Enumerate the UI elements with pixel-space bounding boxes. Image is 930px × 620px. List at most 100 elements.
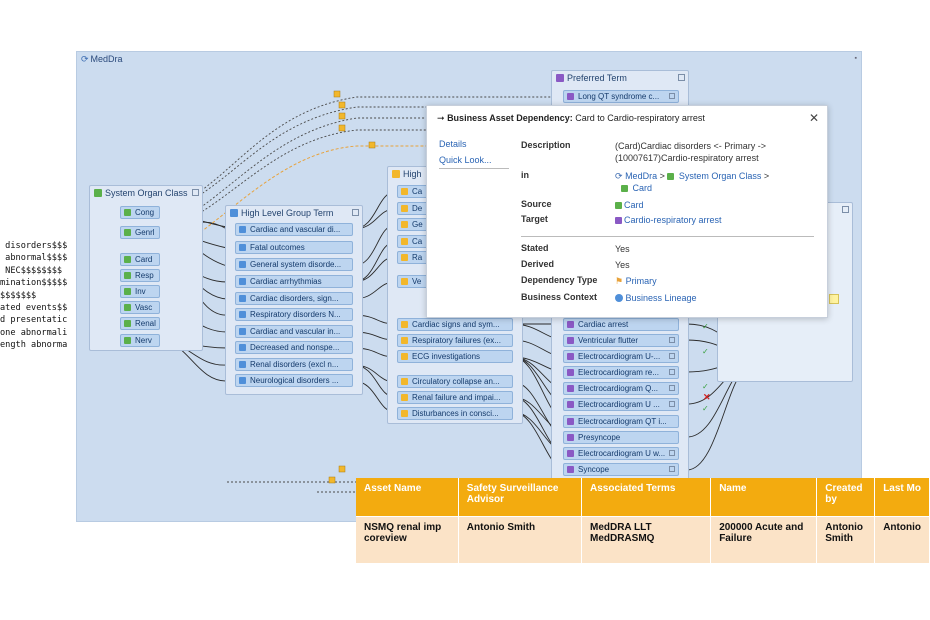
close-icon[interactable]: ✕	[808, 111, 819, 125]
node-expand-icon[interactable]	[669, 93, 675, 99]
hlt-icon	[401, 394, 408, 401]
pt-node[interactable]: Ventricular flutter	[563, 334, 679, 347]
hlgt-panel-header: High Level Group Term	[226, 206, 362, 221]
canvas-menu-icon[interactable]: ▪	[854, 55, 857, 62]
node-expand-icon[interactable]	[669, 450, 675, 456]
hlgt-node[interactable]: Respiratory disorders N...	[235, 308, 353, 321]
source-label: Source	[521, 199, 552, 209]
hlgt-icon	[230, 209, 238, 217]
pt-node[interactable]: Electrocardiogram U ...	[563, 398, 679, 411]
pt-node[interactable]: Electrocardiogram re...	[563, 366, 679, 379]
node-label: Cardiac arrest	[578, 320, 629, 329]
node-expand-icon[interactable]	[669, 466, 675, 472]
hlt-icon	[401, 221, 408, 228]
hlgt-node[interactable]: Fatal outcomes	[235, 241, 353, 254]
code-line: ated events$$	[0, 303, 68, 314]
hlgt-node[interactable]: Decreased and nonspe...	[235, 341, 353, 354]
dependency-type-link[interactable]: Primary	[625, 276, 657, 286]
target-link[interactable]: Cardio-respiratory arrest	[624, 215, 722, 225]
hlt-node[interactable]: Disturbances in consci...	[397, 407, 513, 420]
node-expand-icon[interactable]	[669, 385, 675, 391]
tab-details[interactable]: Details	[439, 139, 467, 149]
pt-icon	[567, 353, 574, 360]
node-label: Cardiac arrhythmias	[250, 277, 322, 286]
description-label: Description	[521, 140, 571, 150]
hlgt-node[interactable]: Renal disorders (excl n...	[235, 358, 353, 371]
hlgt-node[interactable]: Neurological disorders ...	[235, 374, 353, 387]
hlgt-icon	[239, 344, 246, 351]
pt-panel-title: Preferred Term	[567, 73, 627, 83]
hlt-node[interactable]: Circulatory collapse an...	[397, 375, 513, 388]
note-icon[interactable]	[829, 294, 839, 304]
soc-node-genrl[interactable]: Genrl	[120, 226, 160, 239]
node-label: Ventricular flutter	[578, 336, 639, 345]
soc-node-vasc[interactable]: Vasc	[120, 301, 160, 314]
dependency-popup[interactable]: ➞ Business Asset Dependency: Card to Car…	[426, 105, 828, 318]
soc-node-inv[interactable]: Inv	[120, 285, 160, 298]
soc-node-cong[interactable]: Cong	[120, 206, 160, 219]
breadcrumb-separator: >	[763, 171, 770, 181]
node-expand-icon[interactable]	[669, 337, 675, 343]
node-label: Ra	[412, 253, 423, 262]
breadcrumb-soc[interactable]: System Organ Class	[678, 171, 762, 181]
hlt-node[interactable]: ECG investigations	[397, 350, 513, 363]
pt-icon	[567, 369, 574, 376]
node-label: General system disorde...	[250, 260, 342, 269]
node-label: De	[412, 204, 423, 213]
panel-expand-icon[interactable]	[842, 206, 849, 213]
node-expand-icon[interactable]	[669, 353, 675, 359]
hlgt-node[interactable]: Cardiac disorders, sign...	[235, 292, 353, 305]
hlt-icon	[401, 254, 408, 261]
breadcrumb-card[interactable]: Card	[632, 183, 653, 193]
pt-node[interactable]: Syncope	[563, 463, 679, 476]
tab-quick-look[interactable]: Quick Look...	[439, 155, 492, 165]
code-line: $$$$$$$	[0, 290, 37, 301]
hlgt-node[interactable]: Cardiac and vascular di...	[235, 223, 353, 236]
hlgt-node[interactable]: General system disorde...	[235, 258, 353, 271]
hlt-node[interactable]: Respiratory failures (ex...	[397, 334, 513, 347]
node-label: Syncope	[578, 465, 610, 474]
business-context-link[interactable]: Business Lineage	[625, 293, 697, 303]
code-line: mination$$$$$	[0, 278, 68, 289]
breadcrumb-meddra[interactable]: MedDra	[625, 171, 658, 181]
hlgt-panel-title: High Level Group Term	[241, 208, 334, 218]
node-label: Ca	[412, 187, 423, 196]
soc-icon	[124, 256, 131, 263]
soc-node-renal[interactable]: Renal	[120, 317, 160, 330]
panel-expand-icon[interactable]	[352, 209, 359, 216]
hlt-panel-title: High	[403, 169, 422, 179]
node-expand-icon[interactable]	[669, 401, 675, 407]
panel-expand-icon[interactable]	[192, 189, 199, 196]
pt-node[interactable]: Electrocardiogram QT i...	[563, 415, 679, 428]
pt-node[interactable]: Presyncope	[563, 431, 679, 444]
hlt-node[interactable]: Cardiac signs and sym...	[397, 318, 513, 331]
graph-icon: ⟳	[81, 54, 89, 64]
node-label: Respiratory disorders N...	[250, 310, 341, 319]
tab-divider	[439, 168, 509, 169]
code-fragment: disorders$$$ abnormal$$$$ NEC$$$$$$$$min…	[0, 240, 82, 360]
soc-node-card[interactable]: Card	[120, 253, 160, 266]
node-label: Renal failure and impai...	[412, 393, 501, 402]
pt-node[interactable]: Electrocardiogram Q...	[563, 382, 679, 395]
hlt-node[interactable]: Renal failure and impai...	[397, 391, 513, 404]
node-label: Electrocardiogram re...	[578, 368, 659, 377]
table-row[interactable]: NSMQ renal imp coreview Antonio Smith Me…	[356, 515, 930, 563]
hlgt-icon	[239, 295, 246, 302]
soc-node-nerv[interactable]: Nerv	[120, 334, 160, 347]
soc-node-resp[interactable]: Resp	[120, 269, 160, 282]
dependency-type-value: ⚑ Primary	[615, 275, 825, 287]
panel-expand-icon[interactable]	[678, 74, 685, 81]
source-link[interactable]: Card	[624, 200, 644, 210]
table-header-row: Asset Name Safety Surveillance Advisor A…	[356, 478, 930, 516]
hlgt-node[interactable]: Cardiac and vascular in...	[235, 325, 353, 338]
pt-node[interactable]: Cardiac arrest	[563, 318, 679, 331]
node-label: Nerv	[135, 336, 152, 345]
node-label: Cong	[135, 208, 155, 217]
derived-value: Yes	[615, 260, 630, 270]
pt-node[interactable]: Electrocardiogram U-...	[563, 350, 679, 363]
pt-node[interactable]: Electrocardiogram U w...	[563, 447, 679, 460]
node-label: Cardiac and vascular in...	[250, 327, 341, 336]
node-expand-icon[interactable]	[669, 369, 675, 375]
pt-node[interactable]: Long QT syndrome c...	[563, 90, 679, 103]
hlgt-node[interactable]: Cardiac arrhythmias	[235, 275, 353, 288]
